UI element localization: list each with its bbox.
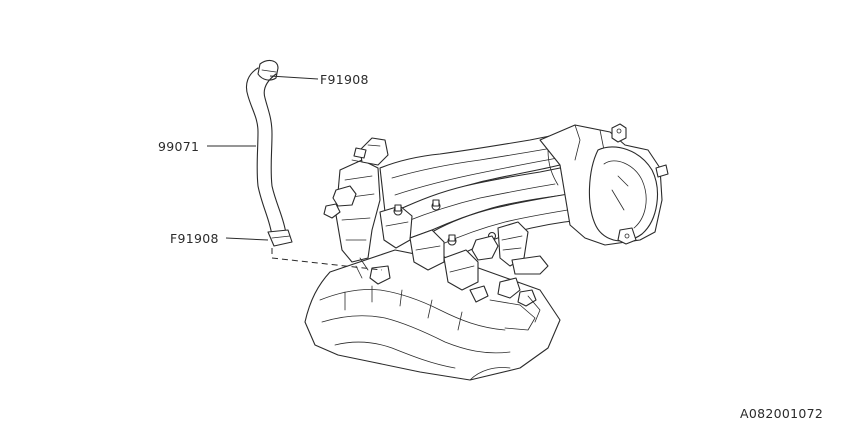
- engine-block: [304, 249, 561, 381]
- throttle-chamber: [539, 123, 669, 246]
- leader-clamp-lower: [225, 237, 269, 241]
- connection-dashed-line: [271, 248, 383, 271]
- label-clamp-lower: F91908: [170, 231, 219, 246]
- label-clamp-upper: F91908: [320, 72, 369, 87]
- upper-clamp: [257, 59, 279, 81]
- leader-clamp-upper: [269, 75, 319, 80]
- intake-manifold: [323, 134, 596, 323]
- pcv-hose: [245, 59, 293, 247]
- label-hose: 99071: [158, 139, 199, 154]
- diagram-code: A082001072: [740, 406, 823, 421]
- lower-clamp: [267, 229, 293, 247]
